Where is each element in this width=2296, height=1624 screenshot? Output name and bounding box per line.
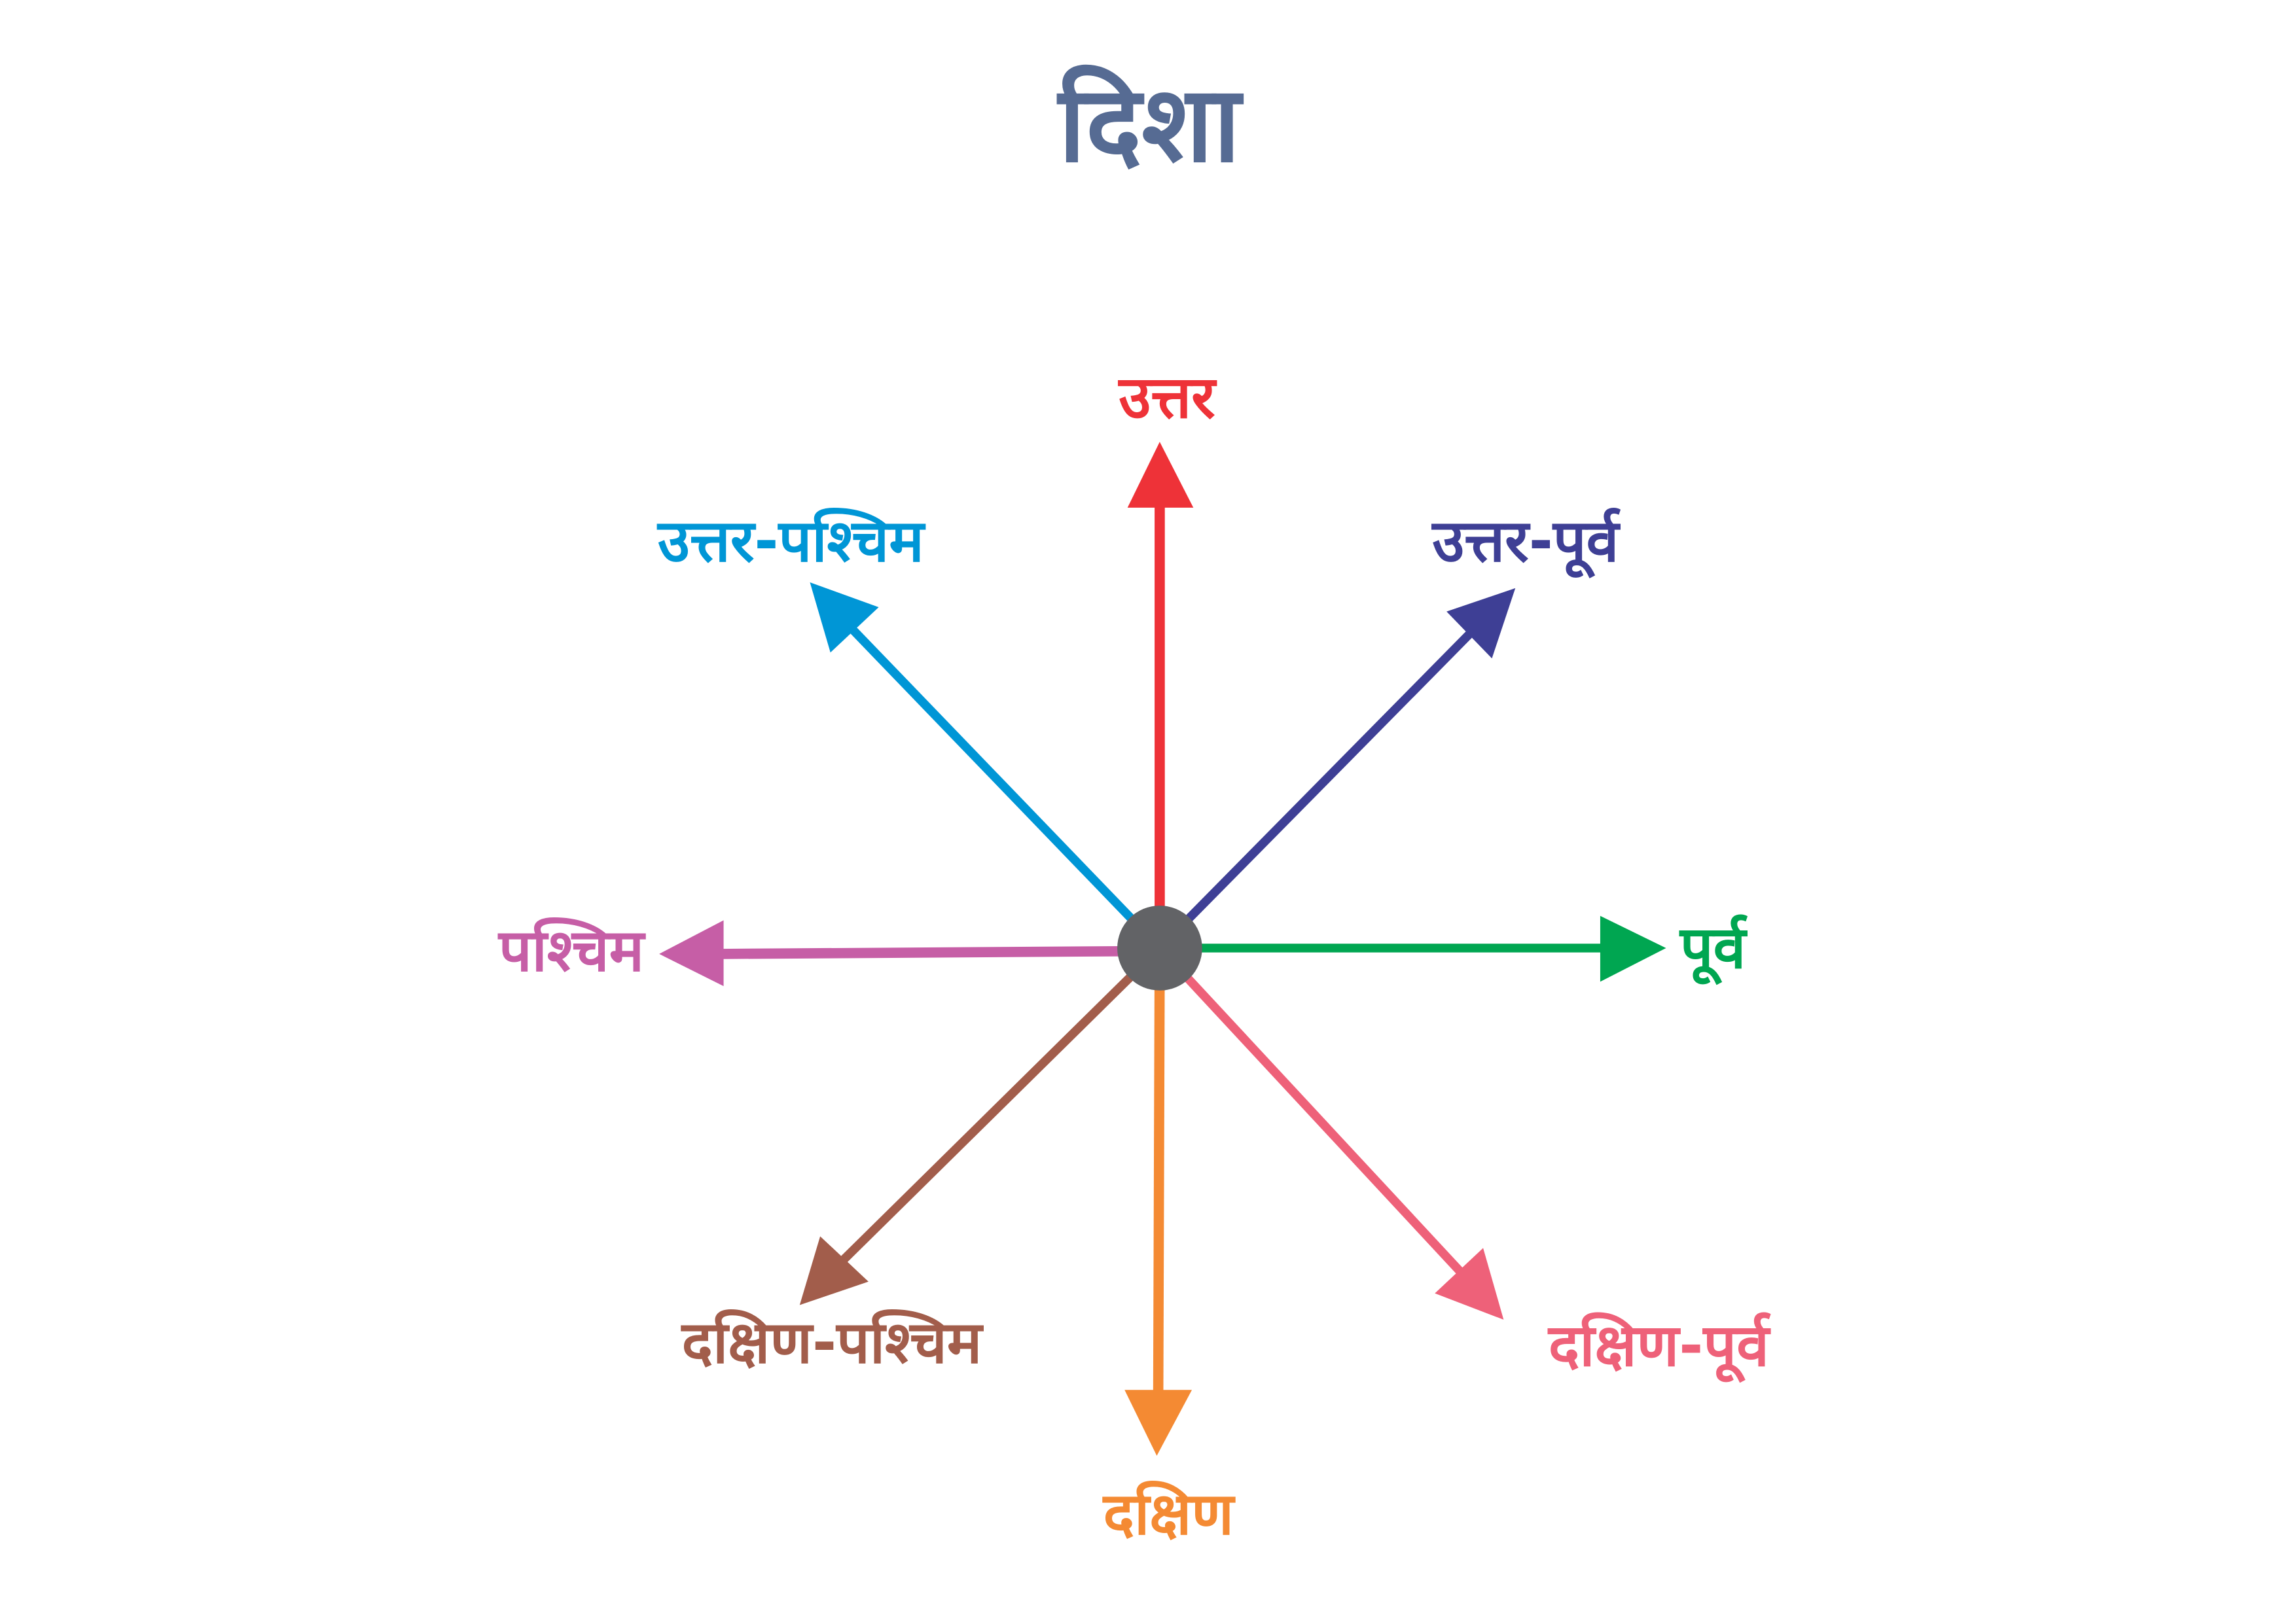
arrow-south: दक्षिण: [1102, 947, 1236, 1548]
arrow-west: पश्चिम: [497, 917, 1160, 987]
label-south: दक्षिण: [1102, 1480, 1236, 1548]
label-west: पश्चिम: [497, 917, 647, 985]
arrow-south-west: दक्षिण-पश्चिम: [681, 945, 1163, 1377]
label-north-west: उत्तर-पश्चिम: [656, 507, 926, 575]
center-point: [1117, 906, 1202, 991]
diagram-title: दिशा: [1056, 63, 1244, 186]
label-north-east: उत्तर-पूर्व: [1431, 507, 1621, 578]
arrow-north-east: उत्तर-पूर्व: [1157, 507, 1621, 951]
arrow-south-east: दक्षिण-पूर्व: [1156, 945, 1771, 1383]
arrow-east: पूर्व: [1159, 914, 1748, 985]
arrow-north: उत्तर: [1117, 364, 1217, 948]
label-east: पूर्व: [1679, 914, 1748, 985]
label-north: उत्तर: [1117, 364, 1217, 432]
arrow-north-west: उत्तर-पश्चिम: [656, 507, 1163, 951]
label-south-west: दक्षिण-पश्चिम: [681, 1309, 984, 1377]
label-south-east: दक्षिण-पूर्व: [1547, 1312, 1771, 1383]
